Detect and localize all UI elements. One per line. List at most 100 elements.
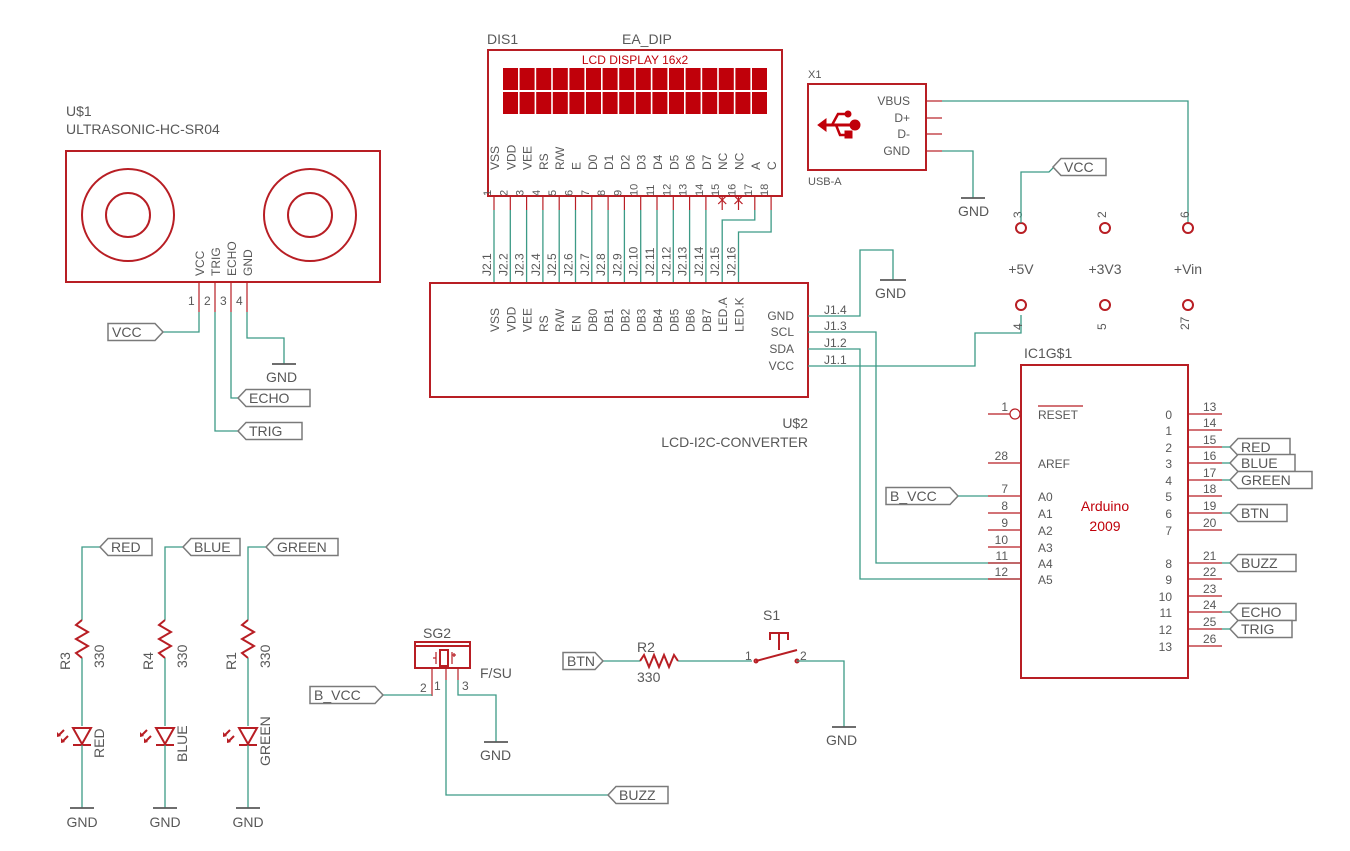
lcd-cell xyxy=(552,92,568,114)
net-tag-trig-us1[interactable]: TRIG xyxy=(236,421,303,441)
u2-j2-label: J2.1 xyxy=(480,253,494,276)
svg-text:RED: RED xyxy=(1241,439,1271,455)
u2-pin-label: DB2 xyxy=(618,308,632,332)
u2-j2-label: J2.11 xyxy=(643,247,657,276)
ic1-left-pin-name: A5 xyxy=(1038,573,1053,587)
lcd-cell xyxy=(652,92,668,114)
dis1-pin-label: RS xyxy=(537,153,551,170)
u2-pin-label: EN xyxy=(570,315,584,332)
power-label: +5V xyxy=(1008,261,1034,277)
power-pin-top[interactable] xyxy=(1099,222,1111,234)
led-gnd-label: GND xyxy=(232,814,263,830)
ic1-right-pin-num: 19 xyxy=(1203,499,1217,513)
led-res-value: 330 xyxy=(91,644,107,668)
power-pin-top[interactable] xyxy=(1182,222,1194,234)
arduino-ic[interactable]: IC1G$1 Arduino 2009 1RESET28AREF7A08A19A… xyxy=(988,345,1222,679)
ic1-right-pin-num: 16 xyxy=(1203,449,1217,463)
power-pin-bottom[interactable] xyxy=(1099,299,1111,311)
buzzer-sg2[interactable]: SG2 F/SU 2 1 3 xyxy=(414,625,512,696)
dis1-part: EA_DIP xyxy=(622,31,672,47)
led-label: RED xyxy=(91,728,107,758)
u2-pin-label: RS xyxy=(537,315,551,332)
net-tag-vcc-us1[interactable]: VCC xyxy=(107,322,165,342)
dis1-pin-num: 9 xyxy=(612,190,624,196)
net-tag-trig-arduino[interactable]: TRIG xyxy=(1228,619,1293,639)
net-tag-b-vcc-buzzer[interactable]: B_VCC xyxy=(309,685,385,705)
net-tag-buzz-buzzer[interactable]: BUZZ xyxy=(606,785,669,805)
lcd-cell xyxy=(519,68,535,90)
led-label: GREEN xyxy=(257,716,273,766)
resistor-r2[interactable]: R2 330 xyxy=(637,639,679,685)
us1-pin-label-gnd: GND xyxy=(241,249,255,276)
ic1-right-pin-name: 11 xyxy=(1160,606,1173,620)
u2-j2-label: J2.3 xyxy=(513,253,527,276)
svg-text:TRIG: TRIG xyxy=(249,423,282,439)
dis1-pin-num: 16 xyxy=(727,184,739,196)
net-tag-buzz-arduino[interactable]: BUZZ xyxy=(1228,553,1297,573)
power-pin-bottom[interactable] xyxy=(1182,299,1194,311)
lcd-cell xyxy=(619,68,635,90)
usb-icon xyxy=(817,110,861,139)
u2-j2-label: J2.15 xyxy=(708,246,722,276)
net-tag-btn-switch[interactable]: BTN xyxy=(562,651,605,671)
net-tag-blue-led[interactable]: BLUE xyxy=(181,537,241,557)
net-tag-red-arduino[interactable]: RED xyxy=(1228,437,1291,457)
power-top-num: 3 xyxy=(1011,211,1025,218)
sg2-pin-3: 3 xyxy=(462,679,469,693)
ic1-right-pin-name: 0 xyxy=(1165,408,1172,422)
ic1-right-pin-num: 26 xyxy=(1203,632,1217,646)
net-tag-btn-arduino[interactable]: BTN xyxy=(1228,503,1288,523)
u2-pin-label: LED.K xyxy=(733,297,747,332)
ic1-right-pin-num: 24 xyxy=(1203,598,1217,612)
led-res-ref: R1 xyxy=(223,652,239,670)
u2-j1-label: J1.4 xyxy=(824,303,847,317)
net-tag-green-led[interactable]: GREEN xyxy=(264,537,339,557)
dis1-pin-num: 4 xyxy=(531,190,543,196)
svg-text:BLUE: BLUE xyxy=(194,539,231,555)
led-res-value: 330 xyxy=(174,644,190,668)
net-tag-echo-us1[interactable]: ECHO xyxy=(236,388,311,408)
ic1-right-pin-name: 9 xyxy=(1165,573,1172,587)
ic1-right-pin-num: 20 xyxy=(1203,516,1217,530)
us1-ref: U$1 xyxy=(66,103,92,119)
u2-j2-label: J2.10 xyxy=(627,246,641,276)
power-pin-top[interactable] xyxy=(1015,222,1027,234)
u2-j2-label: J2.6 xyxy=(562,253,576,276)
u2-j2-label: J2.8 xyxy=(594,253,608,276)
lcd-cell xyxy=(752,92,767,114)
net-tag-b-vcc-arduino[interactable]: B_VCC xyxy=(885,486,960,506)
ic1-right-pin-num: 25 xyxy=(1203,615,1217,629)
ic1-left-pin-name: A3 xyxy=(1038,541,1053,555)
dis1-pin-num: 18 xyxy=(759,184,771,196)
ic1-left-pin-name: RESET xyxy=(1038,408,1079,422)
ic1-right-pin-num: 13 xyxy=(1203,400,1217,414)
ic1-left-pin-name: A1 xyxy=(1038,507,1053,521)
switch-s1[interactable]: S1 1 2 xyxy=(745,607,807,664)
us1-part: ULTRASONIC-HC-SR04 xyxy=(66,121,220,137)
net-tag-green-arduino[interactable]: GREEN xyxy=(1228,470,1313,490)
dis1-pin-num: 1 xyxy=(482,190,494,196)
net-tag-vcc-power[interactable]: VCC xyxy=(1051,157,1107,177)
u2-j2-label: J2.14 xyxy=(692,246,706,276)
lcd-cell xyxy=(702,68,718,90)
dis1-pin-label: VEE xyxy=(521,146,535,170)
u2-right-pin-label: SCL xyxy=(771,325,795,339)
net-tag-red-led[interactable]: RED xyxy=(98,537,153,557)
lcd-cell xyxy=(685,92,701,114)
ic1-left-pin-name: A4 xyxy=(1038,557,1053,571)
power-pin-bottom[interactable] xyxy=(1015,299,1027,311)
net-tag-blue-arduino[interactable]: BLUE xyxy=(1228,453,1296,473)
ic1-left-pin-num: 11 xyxy=(996,549,1009,563)
us1-body xyxy=(65,150,381,283)
svg-text:BLUE: BLUE xyxy=(1241,455,1278,471)
net-tag-echo-arduino[interactable]: ECHO xyxy=(1228,602,1297,622)
svg-text:GREEN: GREEN xyxy=(277,539,327,555)
